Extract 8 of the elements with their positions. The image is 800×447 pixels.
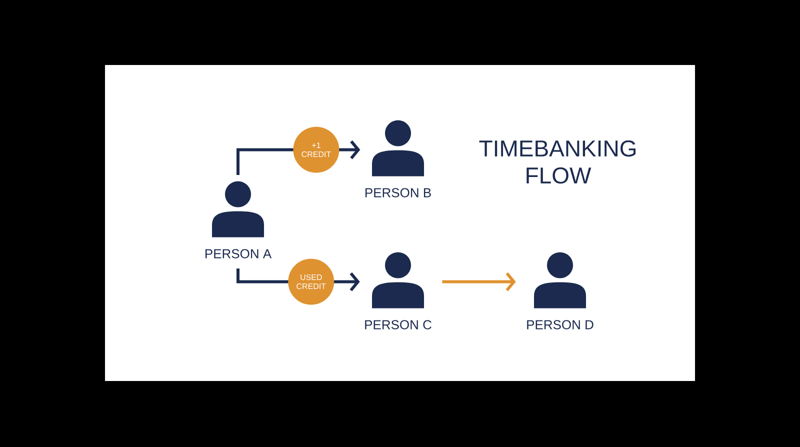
credit-badge: USED CREDIT: [288, 258, 334, 305]
arrow: [442, 272, 516, 292]
person-name: PERSON C: [365, 320, 432, 330]
person-name: PERSON A: [205, 249, 272, 258]
diagram-title: TIMEBANKING FLOW: [479, 140, 636, 184]
credit-badge: +1 CREDIT: [293, 126, 340, 173]
person-name: PERSON D: [527, 320, 594, 330]
person-name: PERSON B: [365, 188, 431, 198]
